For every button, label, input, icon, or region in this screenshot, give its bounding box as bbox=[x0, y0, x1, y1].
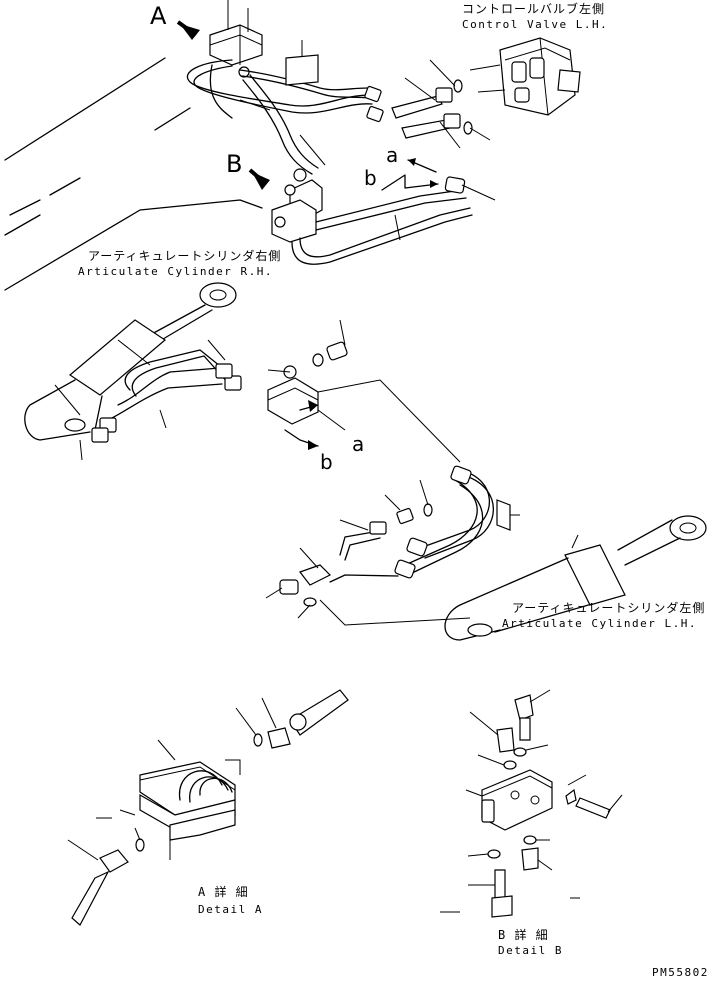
arrow-a-top-label: a bbox=[386, 143, 399, 167]
block-a-assembly bbox=[209, 0, 263, 78]
frame-outline bbox=[4, 57, 263, 291]
detail-b-en-label: Detail B bbox=[498, 944, 563, 957]
detail-a-jp-label: A 詳 細 bbox=[198, 885, 249, 899]
cylinder-lh bbox=[444, 515, 707, 641]
arrow-b-top-label: b bbox=[364, 166, 377, 190]
control-valve-lh bbox=[469, 37, 581, 116]
arrow-a-mid-label: a bbox=[352, 432, 365, 456]
drawing-number: PM55802 bbox=[652, 966, 709, 979]
detail-b bbox=[440, 689, 623, 918]
detail-a bbox=[67, 689, 349, 926]
pipes-cyl-lh bbox=[265, 465, 520, 626]
connection-arrows-top bbox=[381, 158, 439, 191]
cylinder-lh-en-label: Articulate Cylinder L.H. bbox=[502, 617, 697, 630]
cylinder-lh-jp-label: アーティキュレートシリンダ左側 bbox=[512, 601, 706, 615]
cylinder-rh-jp-label: アーティキュレートシリンダ右側 bbox=[88, 249, 282, 263]
view-a-label: A bbox=[150, 2, 167, 30]
detail-b-jp-label: B 詳 細 bbox=[498, 928, 549, 942]
control-valve-en-label: Control Valve L.H. bbox=[462, 18, 609, 31]
pipes-a-to-valve bbox=[186, 40, 373, 175]
pipes-cyl-rh bbox=[91, 339, 242, 443]
cylinder-rh-en-label: Articulate Cylinder R.H. bbox=[78, 265, 273, 278]
block-b-assembly bbox=[271, 134, 496, 265]
control-valve-jp-label: コントロールバルブ左側 bbox=[462, 2, 606, 16]
view-b-label: B bbox=[226, 150, 243, 178]
detail-a-en-label: Detail A bbox=[198, 903, 263, 916]
arrow-b-mid-label: b bbox=[320, 450, 333, 474]
block-b-mid bbox=[267, 319, 461, 463]
cylinder-rh bbox=[24, 282, 237, 461]
valve-fittings bbox=[364, 59, 491, 149]
view-arrows bbox=[176, 20, 270, 190]
